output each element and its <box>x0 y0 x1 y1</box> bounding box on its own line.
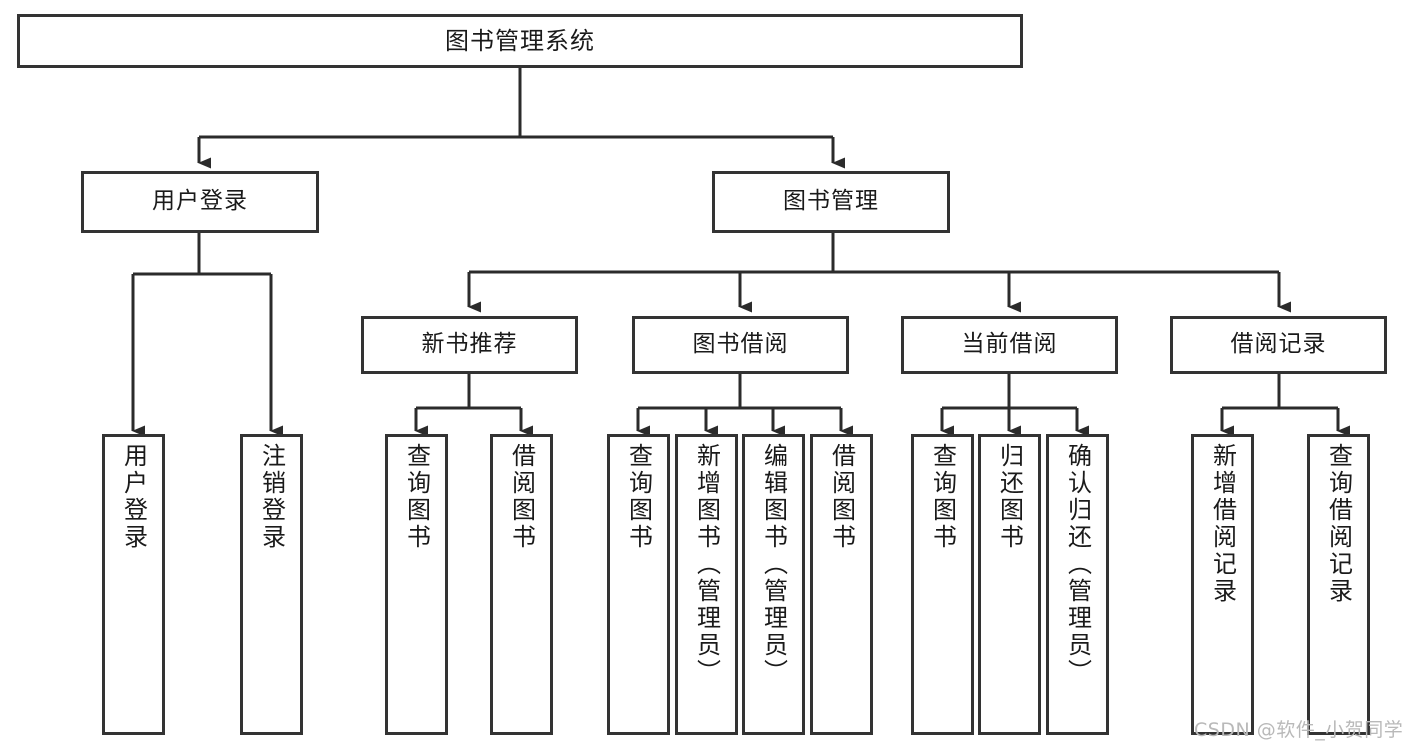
node-root-system[interactable]: 图书管理系统 <box>17 14 1023 68</box>
node-label: 借阅图书 <box>827 443 856 551</box>
leaf-book-borrow-query[interactable]: 查询图书 <box>607 434 670 735</box>
node-label: 借阅图书 <box>507 443 536 551</box>
leaf-book-borrow-edit[interactable]: 编辑图书（管理员） <box>742 434 805 735</box>
node-label: 编辑图书（管理员） <box>759 443 788 686</box>
node-book-management[interactable]: 图书管理 <box>712 171 950 233</box>
node-label: 查询图书 <box>928 443 957 551</box>
node-label: 新增图书（管理员） <box>692 443 721 686</box>
leaf-borrow-record-query[interactable]: 查询借阅记录 <box>1307 434 1370 735</box>
node-label: 借阅记录 <box>1230 331 1327 358</box>
node-label: 当前借阅 <box>961 331 1058 358</box>
leaf-current-borrow-query[interactable]: 查询图书 <box>911 434 974 735</box>
node-label: 归还图书 <box>995 443 1024 551</box>
node-current-borrow[interactable]: 当前借阅 <box>901 316 1118 374</box>
node-label: 查询图书 <box>624 443 653 551</box>
node-new-book-recommend[interactable]: 新书推荐 <box>361 316 578 374</box>
node-label: 新增借阅记录 <box>1208 443 1237 605</box>
node-user-login[interactable]: 用户登录 <box>81 171 319 233</box>
node-label: 查询图书 <box>402 443 431 551</box>
leaf-user-login-login[interactable]: 用户登录 <box>102 434 165 735</box>
leaf-new-book-query[interactable]: 查询图书 <box>385 434 448 735</box>
leaf-book-borrow-borrow[interactable]: 借阅图书 <box>810 434 873 735</box>
node-label: 图书管理系统 <box>445 26 595 55</box>
leaf-new-book-borrow[interactable]: 借阅图书 <box>490 434 553 735</box>
node-label: 用户登录 <box>119 443 148 551</box>
watermark-text: CSDN @软件_小贺同学 <box>1194 719 1404 741</box>
node-label: 图书借阅 <box>692 331 789 358</box>
leaf-current-borrow-confirm-return[interactable]: 确认归还（管理员） <box>1046 434 1109 735</box>
node-label: 用户登录 <box>152 188 248 215</box>
node-label: 新书推荐 <box>421 331 518 358</box>
node-label: 注销登录 <box>257 443 286 551</box>
node-label: 图书管理 <box>783 188 879 215</box>
node-borrow-record[interactable]: 借阅记录 <box>1170 316 1387 374</box>
node-label: 查询借阅记录 <box>1324 443 1353 605</box>
leaf-book-borrow-add[interactable]: 新增图书（管理员） <box>675 434 738 735</box>
leaf-borrow-record-add[interactable]: 新增借阅记录 <box>1191 434 1254 735</box>
leaf-current-borrow-return[interactable]: 归还图书 <box>978 434 1041 735</box>
leaf-user-login-logout[interactable]: 注销登录 <box>240 434 303 735</box>
node-book-borrow[interactable]: 图书借阅 <box>632 316 849 374</box>
node-label: 确认归还（管理员） <box>1063 443 1092 686</box>
